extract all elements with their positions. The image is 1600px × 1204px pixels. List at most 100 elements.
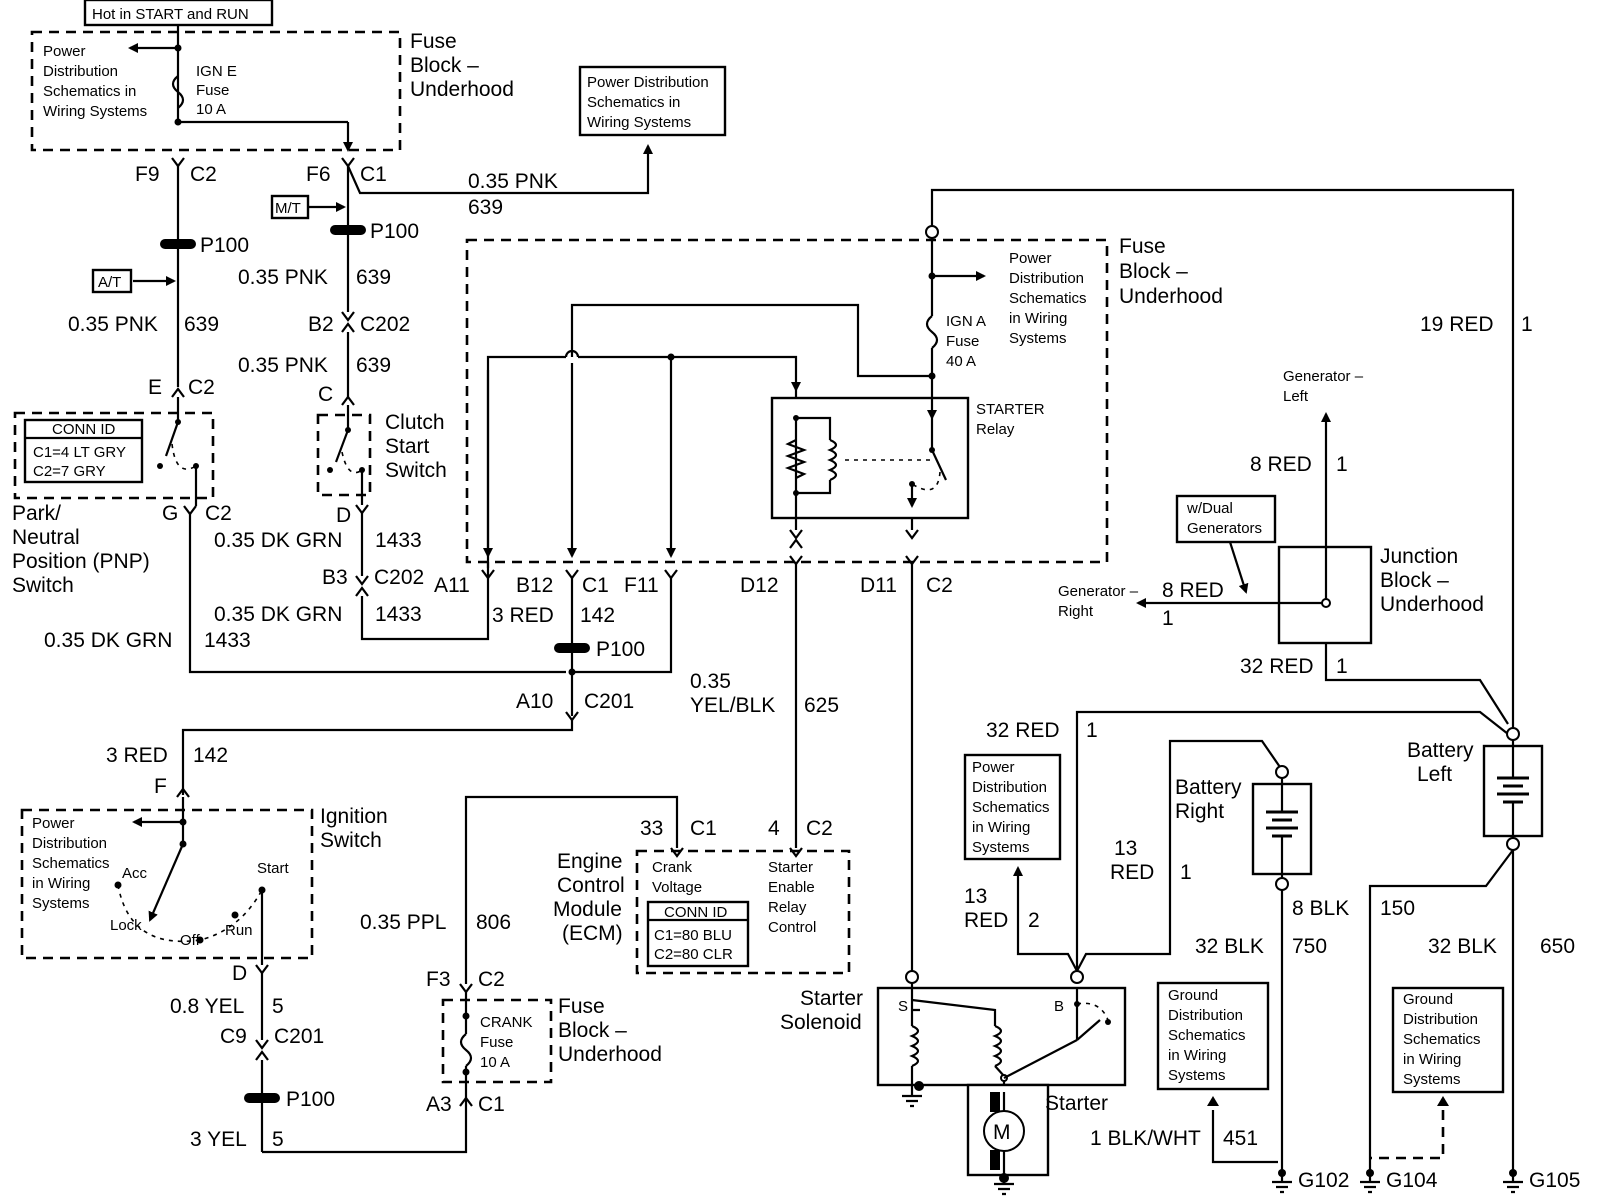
fb2-power-dist-text: Power Distribution Schematics in Wiring … bbox=[1009, 250, 1091, 347]
svg-text:C2: C2 bbox=[806, 817, 833, 840]
clutch-switch-box bbox=[316, 413, 372, 497]
ign-a-fuse-text: IGN A Fuse 40 A bbox=[946, 313, 989, 370]
wire-red13-a-size: 13 RED bbox=[1110, 837, 1154, 884]
svg-text:E: E bbox=[148, 376, 162, 399]
svg-text:F3: F3 bbox=[426, 968, 451, 991]
svg-text:142: 142 bbox=[193, 744, 228, 767]
svg-text:150: 150 bbox=[1380, 897, 1415, 920]
svg-text:P100: P100 bbox=[286, 1088, 335, 1111]
svg-text:806: 806 bbox=[476, 911, 511, 934]
svg-text:0.35 DK GRN: 0.35 DK GRN bbox=[214, 603, 342, 626]
svg-text:C2=80 CLR: C2=80 CLR bbox=[654, 946, 733, 963]
solenoid-pull-coil bbox=[992, 1024, 1003, 1068]
svg-text:8 BLK: 8 BLK bbox=[1292, 897, 1349, 920]
svg-text:B2: B2 bbox=[308, 313, 334, 336]
ground-g102: G102 bbox=[1272, 1169, 1349, 1194]
ignition-switch-box bbox=[20, 808, 314, 960]
svg-text:1 BLK/WHT: 1 BLK/WHT bbox=[1090, 1127, 1201, 1150]
pnp-switch-contact bbox=[164, 421, 180, 457]
ign-a-fuse-symbol bbox=[925, 315, 939, 349]
svg-text:Lock: Lock bbox=[110, 917, 142, 934]
svg-text:Run: Run bbox=[225, 922, 253, 939]
svg-text:A10: A10 bbox=[516, 690, 553, 713]
svg-text:F11: F11 bbox=[624, 574, 659, 597]
svg-text:19 RED: 19 RED bbox=[1420, 313, 1494, 336]
svg-text:8 RED: 8 RED bbox=[1162, 579, 1224, 602]
svg-text:1: 1 bbox=[1180, 861, 1192, 884]
ignition-switch-title: Ignition Switch bbox=[320, 805, 394, 852]
crank-fuse-text: CRANK Fuse 10 A bbox=[480, 1014, 537, 1071]
svg-text:32 BLK: 32 BLK bbox=[1428, 935, 1497, 958]
svg-text:C1=4 LT GRY: C1=4 LT GRY bbox=[33, 444, 126, 461]
wire-pnk-b-num: 639 bbox=[184, 313, 219, 336]
ecm-crank-voltage: Crank Voltage bbox=[652, 859, 702, 896]
svg-text:C201: C201 bbox=[274, 1025, 324, 1048]
svg-text:2: 2 bbox=[1028, 909, 1040, 932]
starter-relay bbox=[770, 396, 970, 520]
fuse-block-stud bbox=[925, 225, 939, 239]
svg-text:C201: C201 bbox=[584, 690, 634, 713]
svg-text:Off: Off bbox=[180, 932, 201, 949]
relay-coil bbox=[827, 438, 838, 482]
pnp-switch-box bbox=[13, 411, 215, 500]
svg-text:M: M bbox=[993, 1121, 1011, 1144]
svg-text:1: 1 bbox=[1336, 655, 1348, 678]
wire-red13-b-size: 13 RED bbox=[964, 885, 1008, 932]
wire-pnk-b-size: 0.35 PNK bbox=[68, 313, 158, 336]
conn-c1-a: C1 bbox=[360, 163, 387, 186]
svg-text:1: 1 bbox=[1336, 453, 1348, 476]
svg-text:G105: G105 bbox=[1529, 1169, 1580, 1192]
svg-text:650: 650 bbox=[1540, 935, 1575, 958]
svg-text:C2: C2 bbox=[478, 968, 505, 991]
fb1-power-dist-text: Power Distribution Schematics in Wiring … bbox=[43, 43, 147, 120]
conn-f9: F9 bbox=[135, 163, 160, 186]
svg-text:8 RED: 8 RED bbox=[1250, 453, 1312, 476]
crank-fuse-symbol bbox=[459, 1033, 473, 1067]
ignition-switch-contact bbox=[148, 843, 185, 922]
svg-text:0.8 YEL: 0.8 YEL bbox=[170, 995, 244, 1018]
svg-text:D12: D12 bbox=[740, 574, 779, 597]
svg-text:3 YEL: 3 YEL bbox=[190, 1128, 247, 1151]
svg-text:32 RED: 32 RED bbox=[1240, 655, 1314, 678]
svg-text:451: 451 bbox=[1223, 1127, 1258, 1150]
starter-solenoid-title: Starter Solenoid bbox=[780, 987, 869, 1034]
svg-text:D11: D11 bbox=[860, 574, 897, 597]
fb2-title: Fuse Block – Underhood bbox=[1119, 235, 1223, 308]
svg-text:D: D bbox=[232, 962, 247, 985]
svg-text:0.35 PNK: 0.35 PNK bbox=[238, 354, 328, 377]
svg-text:C2: C2 bbox=[926, 574, 953, 597]
ecm-title: Engine Control Module (ECM) bbox=[553, 850, 631, 945]
svg-text:1433: 1433 bbox=[375, 603, 422, 626]
svg-text:A/T: A/T bbox=[98, 274, 121, 291]
battery-left-positive bbox=[1506, 727, 1520, 741]
pd-box-mid-text: Power Distribution Schematics in Wiring … bbox=[972, 759, 1054, 856]
starter-title: Starter bbox=[1045, 1092, 1108, 1115]
battery-left-title: Battery Left bbox=[1407, 739, 1479, 786]
generator-right-label: Generator – Right bbox=[1058, 583, 1142, 620]
p100-splice-1 bbox=[160, 239, 196, 249]
battery-right-negative bbox=[1275, 877, 1289, 891]
fuse-block-underhood-2 bbox=[465, 238, 1109, 564]
svg-text:C202: C202 bbox=[374, 566, 424, 589]
svg-text:C9: C9 bbox=[220, 1025, 247, 1048]
svg-text:B12: B12 bbox=[516, 574, 553, 597]
svg-text:1433: 1433 bbox=[375, 529, 422, 552]
p100-splice-3 bbox=[554, 643, 590, 653]
wire-pnk-a-num: 639 bbox=[468, 196, 503, 219]
svg-text:B3: B3 bbox=[322, 566, 348, 589]
svg-text:639: 639 bbox=[356, 354, 391, 377]
ground-box-1-text: Ground Distribution Schematics in Wiring… bbox=[1168, 987, 1250, 1084]
svg-text:A3: A3 bbox=[426, 1093, 452, 1116]
clutch-switch-contact bbox=[334, 429, 350, 463]
fb1-title: Fuse Block – Underhood bbox=[410, 30, 514, 101]
conn-c2-a: C2 bbox=[190, 163, 217, 186]
svg-text:639: 639 bbox=[356, 266, 391, 289]
pnp-title: Park/ Neutral Position (PNP) Switch bbox=[12, 502, 156, 597]
svg-text:P100: P100 bbox=[370, 220, 419, 243]
svg-text:4: 4 bbox=[768, 817, 780, 840]
wire-dkgrn-pnp bbox=[188, 514, 566, 674]
svg-text:B: B bbox=[1054, 998, 1064, 1015]
solenoid-s-terminal bbox=[905, 970, 919, 984]
starter-solenoid bbox=[876, 986, 1127, 1087]
relay-switch-contact bbox=[931, 449, 947, 481]
